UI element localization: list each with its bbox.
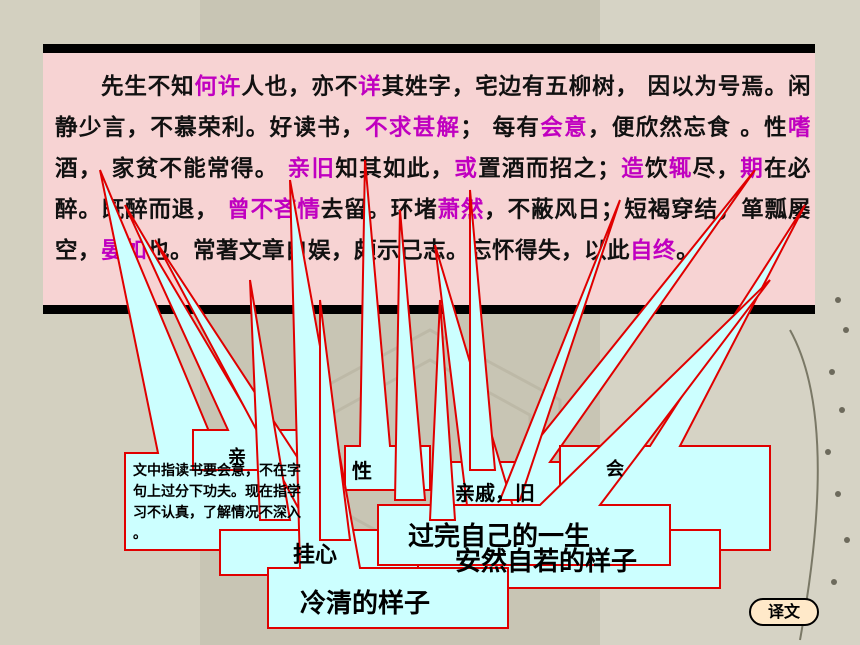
keyword: 自终	[630, 238, 677, 264]
callout-8-bubble	[377, 279, 771, 566]
passage-fragment: 尽，	[692, 156, 741, 182]
keyword: 曾不吝情	[227, 197, 321, 223]
passage-fragment: 其姓字，宅边有五柳树， 因以为号焉。闲静少言，不慕荣利。好读书，	[55, 74, 811, 141]
passage-fragment: 置酒而招之；	[478, 156, 621, 182]
keyword: 会意	[540, 115, 588, 141]
passage-fragment: 人也，亦不	[241, 74, 359, 100]
passage-fragment: 酒， 家贫不能常得。	[55, 156, 288, 182]
passage-fragment: 知其如此，	[335, 156, 455, 182]
keyword: 期	[740, 156, 765, 182]
callout-spike-c	[469, 189, 497, 471]
keyword: 或	[454, 156, 479, 182]
keyword: 亲旧	[287, 156, 336, 182]
callout-1-text: 文中指读书要会意，不在字句上过分下功夫。现在指学习不认真，了解情况不深入。	[133, 462, 301, 542]
callout-7-text: 安然自若的样子	[455, 546, 637, 577]
passage-fragment: 先生不知	[101, 74, 195, 100]
callout-6-text: 挂心	[293, 542, 337, 568]
callout-spike-a	[319, 299, 352, 541]
callout-3-text: 性	[352, 459, 372, 483]
passage-fragment: 去留。环堵	[320, 197, 438, 223]
callout-spike-b	[393, 209, 427, 501]
callout-9-text: 冷清的样子	[300, 588, 430, 619]
passage-fragment: 也。常著文章自娱，颇示己志。忘怀得失，以此	[147, 238, 631, 264]
passage-fragment: ，便欣然忘食 。性	[587, 115, 788, 141]
passage-fragment: ； 每有	[460, 115, 541, 141]
callout-spike-e	[428, 299, 457, 521]
keyword: 辄	[668, 156, 693, 182]
passage-fragment: 饮	[644, 156, 669, 182]
keyword: 造	[620, 156, 645, 182]
keyword: 详	[358, 74, 382, 100]
callout-5-text: 会	[606, 458, 624, 480]
passage-fragment: ，不蔽风日；短褐穿结，箪瓢屡空，	[55, 197, 811, 264]
callout-spike-f	[249, 279, 292, 521]
callout-2-text: 亲	[228, 446, 246, 468]
keyword: 何许	[194, 74, 242, 100]
keyword: 萧然	[437, 197, 485, 223]
callout-8-text: 过完自己的一生	[408, 521, 590, 552]
keyword: 不求甚解	[365, 115, 461, 141]
translation-button[interactable]: 译文	[749, 598, 819, 626]
passage-text: 先生不知何许人也，亦不详其姓字，宅边有五柳树， 因以为号焉。闲静少言，不慕荣利。…	[55, 67, 811, 272]
callout-spike-d	[498, 199, 621, 501]
keyword: 嗜	[787, 115, 811, 141]
callout-4-text: 亲戚，旧	[455, 481, 535, 505]
passage-fragment: 在必醉。既醉而退，	[55, 156, 811, 223]
